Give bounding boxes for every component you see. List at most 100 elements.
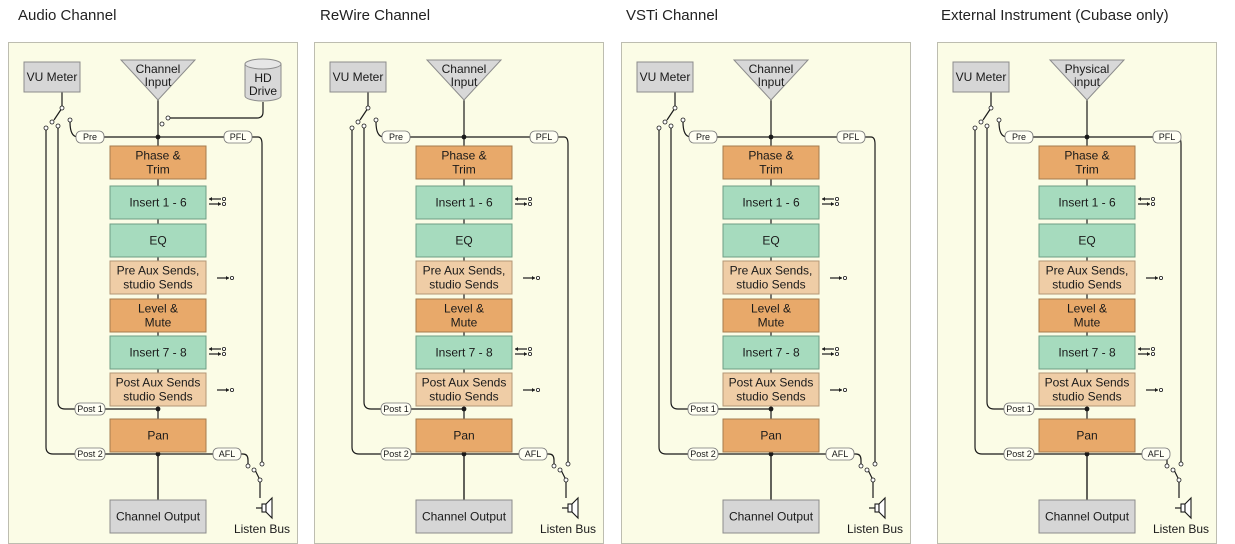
eq-block-shape xyxy=(109,223,207,258)
channel-input-label-1: Channel xyxy=(136,62,181,76)
pan-block-label: Pan xyxy=(453,429,474,443)
channel-output-box-shape xyxy=(415,499,513,534)
switch-icon xyxy=(349,125,355,131)
afl-tap-tag-label: AFL xyxy=(219,449,236,459)
channel-input-label-1: Physical xyxy=(1065,62,1110,76)
post1-tap-tag: Post 1 xyxy=(1003,402,1035,416)
pfl-tap-tag: PFL xyxy=(223,130,253,144)
listen-bus-label: Listen Bus xyxy=(540,522,596,536)
post2-tap-tag: Post 2 xyxy=(380,447,412,461)
post-aux-sends-block-shape xyxy=(109,372,207,407)
post2-tap-tag: Post 2 xyxy=(687,447,719,461)
switch-icon xyxy=(1178,461,1184,467)
pre-tap-tag: Pre xyxy=(381,130,411,144)
switch-icon xyxy=(165,115,171,121)
pre-tap-tag-label: Pre xyxy=(696,132,710,142)
post1-tap-tag-label: Post 1 xyxy=(77,404,103,414)
post2-tap-tag: Post 2 xyxy=(74,447,106,461)
post1-tap-tag-label: Post 1 xyxy=(690,404,716,414)
insert-1-6-block-label: Insert 1 - 6 xyxy=(129,196,187,210)
channel-input-label-2: Input xyxy=(145,75,172,89)
insert-1-6-block-shape xyxy=(1038,185,1136,220)
switch-icon xyxy=(43,125,49,131)
pan-block-shape xyxy=(722,418,820,453)
pre-tap-tag: Pre xyxy=(1004,130,1034,144)
junction-dot xyxy=(1084,451,1090,457)
switch-icon xyxy=(55,123,61,129)
afl-tap-tag: AFL xyxy=(1141,447,1171,461)
phase-trim-block-label-2: Trim xyxy=(146,163,170,177)
send-arrow-icon xyxy=(217,387,234,392)
post2-tap-tag-shape xyxy=(1003,447,1035,461)
insert-1-6-block-shape xyxy=(415,185,513,220)
level-mute-block-label-2: Mute xyxy=(758,316,785,330)
pan-block: Pan xyxy=(109,418,207,453)
speaker-icon xyxy=(562,496,579,520)
channel-output-box: Channel Output xyxy=(415,499,513,534)
post1-tap-tag: Post 1 xyxy=(687,402,719,416)
vu-meter-box-label: VU Meter xyxy=(333,70,384,84)
insert-1-6-block-label: Insert 1 - 6 xyxy=(435,196,493,210)
pfl-tap-tag-shape xyxy=(223,130,253,144)
level-mute-block-label-2: Mute xyxy=(451,316,478,330)
switch-icon xyxy=(251,467,257,473)
level-mute-block-shape xyxy=(109,298,207,333)
eq-block: EQ xyxy=(109,223,207,258)
panel-title-vsti: VSTi Channel xyxy=(626,7,718,24)
insert-7-8-block-shape xyxy=(722,335,820,370)
pre-tap-tag-label: Pre xyxy=(83,132,97,142)
insert-7-8-block-label: Insert 7 - 8 xyxy=(435,346,493,360)
post2-tap-tag-label: Post 2 xyxy=(383,449,409,459)
panel-title-rewire: ReWire Channel xyxy=(320,7,431,24)
send-arrow-icon xyxy=(523,387,540,392)
insert-7-8-block-label: Insert 7 - 8 xyxy=(742,346,800,360)
pre-aux-sends-block-label-1: Pre Aux Sends, xyxy=(730,264,813,278)
insert-send-icon xyxy=(209,196,226,206)
switch-icon xyxy=(972,125,978,131)
insert-send-icon xyxy=(822,346,839,356)
eq-block-label: EQ xyxy=(1078,234,1095,248)
junction-dot xyxy=(155,406,161,412)
pre-aux-sends-block-shape xyxy=(1038,260,1136,295)
switch-icon xyxy=(257,477,263,483)
switch-icon xyxy=(557,467,563,473)
post2-tap-tag-shape xyxy=(74,447,106,461)
vu-meter-box-shape xyxy=(636,61,694,93)
pre-aux-sends-block-label-1: Pre Aux Sends, xyxy=(1046,264,1129,278)
switch-icon xyxy=(49,119,55,125)
pfl-tap-tag-shape xyxy=(529,130,559,144)
afl-tap-tag-shape xyxy=(1141,447,1171,461)
post-aux-sends-block-shape xyxy=(722,372,820,407)
phase-trim-block-shape xyxy=(109,145,207,180)
channel-output-box-label: Channel Output xyxy=(422,510,507,524)
insert-send-icon xyxy=(515,196,532,206)
channel-output-box-label: Channel Output xyxy=(116,510,201,524)
vu-meter-box: VU Meter xyxy=(329,61,387,93)
pan-block-label: Pan xyxy=(1076,429,1097,443)
switch-icon xyxy=(361,123,367,129)
junction-dot xyxy=(155,134,161,140)
eq-block-label: EQ xyxy=(149,234,166,248)
level-mute-block: Level &Mute xyxy=(109,298,207,333)
pre-aux-sends-block-label-1: Pre Aux Sends, xyxy=(423,264,506,278)
send-arrow-icon xyxy=(1146,275,1163,280)
pre-tap-tag-label: Pre xyxy=(389,132,403,142)
insert-1-6-block-label: Insert 1 - 6 xyxy=(1058,196,1116,210)
channel-output-box-shape xyxy=(109,499,207,534)
pfl-tap-tag-shape xyxy=(836,130,866,144)
post-aux-sends-block-label-2: studio Sends xyxy=(429,390,498,404)
switch-icon xyxy=(373,117,379,123)
post-aux-sends-block-label-1: Post Aux Sends xyxy=(1045,376,1130,390)
speaker-icon xyxy=(1175,496,1192,520)
insert-1-6-block-shape xyxy=(722,185,820,220)
channel-input-label-2: Input xyxy=(758,75,785,89)
switch-icon xyxy=(563,477,569,483)
junction-dot xyxy=(461,406,467,412)
afl-tap-tag-shape xyxy=(518,447,548,461)
insert-1-6-block: Insert 1 - 6 xyxy=(722,185,820,220)
insert-1-6-block-label: Insert 1 - 6 xyxy=(742,196,800,210)
pfl-tap-tag-shape xyxy=(1152,130,1182,144)
phase-trim-block-label-2: Trim xyxy=(452,163,476,177)
